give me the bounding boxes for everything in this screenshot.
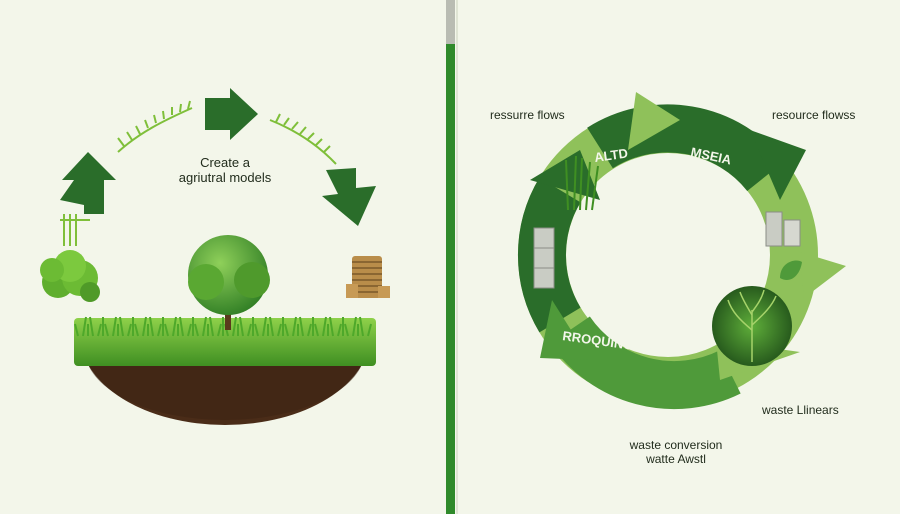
grass-blade	[322, 316, 327, 337]
arc-top	[587, 104, 785, 192]
grass-blade	[82, 316, 87, 337]
bush-icon	[40, 250, 100, 302]
hatch-arc-right	[269, 113, 337, 165]
arrow-icon-right	[800, 252, 846, 298]
arrow-icon-top-right	[750, 130, 806, 200]
label-resource-flows-left: ressurre flows	[490, 108, 565, 122]
grass-blade	[104, 323, 109, 337]
barrel-icon-right	[765, 211, 801, 247]
grass-icon	[74, 316, 376, 366]
grass-blade	[97, 323, 102, 337]
label-waste-conversion: waste conversion watte Awstl	[626, 438, 726, 466]
coin-stack-icon	[346, 256, 390, 298]
grass-blade	[194, 323, 199, 337]
arrow-text-top: ALTD	[593, 145, 628, 165]
left-cycle-diagram	[40, 88, 390, 425]
leaf-icon	[780, 260, 802, 281]
grass-blade	[337, 323, 342, 337]
label-waste-linears: waste Llinears	[762, 403, 839, 417]
grass-blade	[187, 323, 192, 337]
grass-blade	[359, 316, 364, 337]
grass-blade	[209, 316, 214, 337]
grass-blade	[179, 316, 184, 337]
panel-divider-highlight	[456, 0, 458, 514]
grass-blade	[269, 316, 274, 337]
grass-blade	[239, 316, 244, 337]
grass-blade	[329, 316, 334, 337]
arc-bottom	[550, 315, 741, 410]
grass-blade	[149, 316, 154, 337]
grass-blade	[344, 323, 349, 337]
grass-blade	[89, 316, 94, 337]
grass-blade	[142, 316, 147, 337]
grass-blade	[217, 323, 222, 337]
reed-icon	[565, 155, 599, 211]
tree-icon	[188, 235, 270, 330]
arrow-icon-left	[60, 152, 116, 214]
grass-blade	[232, 316, 237, 337]
arrow-icon-top	[205, 88, 258, 140]
grass-blade	[112, 316, 117, 337]
grass-blade	[277, 323, 282, 337]
grass-blade	[119, 316, 124, 337]
grass-blade	[299, 316, 304, 337]
grass-blade	[314, 323, 319, 337]
panel-divider-green	[446, 44, 455, 514]
hatch-marks-vertical	[60, 214, 90, 246]
hatch-arc-left	[117, 100, 193, 153]
tree-circle-icon	[712, 286, 792, 366]
arrow-icon-bottom-left	[540, 300, 590, 360]
arrow-icon-top	[628, 92, 680, 150]
grass-blade	[307, 323, 312, 337]
grass-blade	[254, 323, 259, 337]
label-waste-conversion-line1: waste conversion	[629, 438, 723, 452]
grass-blade	[292, 316, 297, 337]
left-title-line2: agriutral models	[178, 170, 272, 185]
arrow-icon-right	[322, 168, 376, 226]
grass-blade	[127, 323, 132, 337]
left-title-line1: Create a	[200, 155, 250, 170]
grass-blade	[262, 316, 267, 337]
grass-blade	[352, 316, 357, 337]
left-title: Create a agriutral models	[160, 155, 290, 185]
grass-blade	[74, 323, 79, 337]
label-waste-conversion-line2: watte Awstl	[646, 452, 706, 466]
right-cycle-diagram: ALTD MSEIA RROQUINGHMICIN	[518, 92, 846, 410]
label-resource-flows-right: resource flowss	[772, 108, 856, 122]
barrel-icon-left	[533, 227, 555, 289]
grass-blade	[202, 316, 207, 337]
grass-blade	[164, 323, 169, 337]
grass-blade	[134, 323, 139, 337]
grass-blade	[157, 323, 162, 337]
grass-blade	[284, 323, 289, 337]
grass-blade	[367, 323, 372, 337]
grass-blade	[172, 316, 177, 337]
grass-blade	[247, 323, 252, 337]
